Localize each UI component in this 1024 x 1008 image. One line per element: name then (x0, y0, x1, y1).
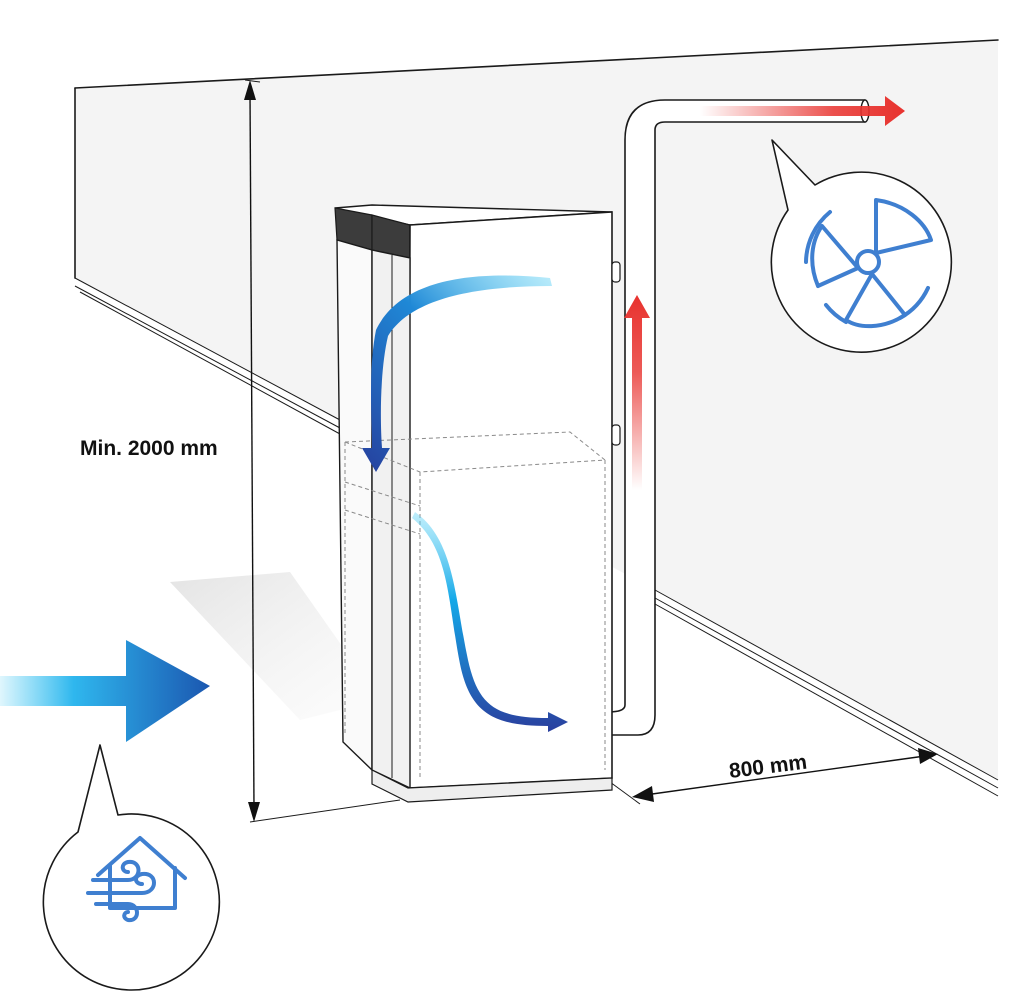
clearance-dimension (609, 748, 938, 805)
inlet-airflow-arrow (0, 640, 210, 742)
exhaust-airflow-out (700, 96, 905, 126)
fan-icon (804, 198, 933, 329)
height-dimension-label: Min. 2000 mm (80, 437, 218, 460)
floor-shadow (170, 572, 380, 720)
house-callout (42, 744, 221, 991)
clearance-dimension-label: 800 mm (728, 751, 808, 783)
height-dimension (244, 79, 401, 823)
internal-airflow-top (362, 275, 552, 472)
exhaust-airflow-up (624, 295, 650, 490)
ventilation-unit (334, 204, 621, 803)
house-air-icon (86, 836, 187, 923)
fan-callout (770, 139, 953, 353)
internal-airflow-bottom (412, 512, 568, 732)
